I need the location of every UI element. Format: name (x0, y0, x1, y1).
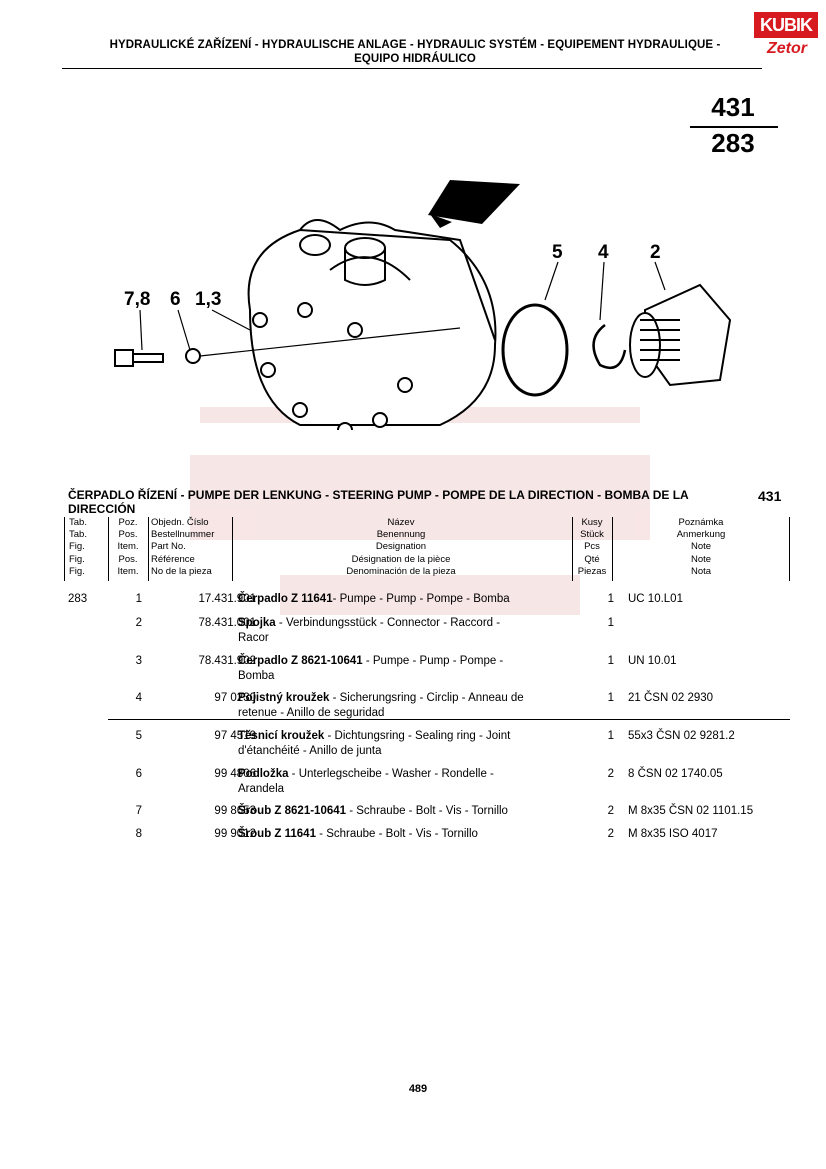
row-part-number: 78.431.001 (198, 617, 256, 629)
logo-zetor-text: Zetor (767, 40, 807, 57)
row-part-number: 17.431.901 (198, 593, 256, 605)
row-qty: 2 (607, 805, 614, 817)
row-description: Spojka - Verbindungsstück - Connector - … (238, 617, 501, 644)
row-description: Čerpadlo Z 11641- Pumpe - Pump - Pompe -… (238, 593, 510, 605)
row-part-number: 78.431.902 (198, 655, 256, 667)
circlip-part (592, 324, 627, 370)
row-description: Podložka - Unterlegscheibe - Washer - Ro… (238, 768, 494, 795)
row-note: UN 10.01 (628, 655, 677, 667)
table-number-bottom: 283 (711, 128, 755, 158)
row-qty: 1 (607, 655, 614, 667)
page-header-title: HYDRAULICKÉ ZAŘÍZENÍ - HYDRAULISCHE ANLA… (70, 38, 760, 66)
kubik-zetor-logo: KUBIK Zetor (754, 12, 818, 64)
row-pos: 2 (135, 617, 142, 629)
row-note: 8 ČSN 02 1740.05 (628, 768, 723, 780)
row-pos: 3 (135, 655, 142, 667)
row-part-number: 97 0230 (214, 692, 256, 704)
row-qty: 1 (607, 617, 614, 629)
row-qty: 1 (607, 730, 614, 742)
parts-table-header: Tab.Tab.Fig.Fig.Fig. Poz.Pos.Item.Pos.It… (64, 517, 790, 581)
row-description: Šroub Z 8621-10641 - Schraube - Bolt - V… (238, 805, 508, 817)
pump-bolts (252, 302, 413, 430)
header-divider (62, 68, 762, 69)
table-number-divider (690, 126, 778, 128)
row-tab: 283 (68, 593, 88, 605)
table-number-top: 431 (711, 92, 755, 122)
steering-pump-diagram: 7,8 6 1,3 5 4 2 (114, 180, 732, 430)
row-pos: 1 (135, 593, 142, 605)
connector-part (629, 283, 732, 387)
row-qty: 1 (607, 692, 614, 704)
row-part-number: 97 4519 (214, 730, 256, 742)
row-note: M 8x35 ČSN 02 1101.15 (628, 805, 754, 817)
row-qty: 2 (607, 768, 614, 780)
column-pos: Poz.Pos.Item.Pos.Item. (108, 517, 147, 581)
row-qty: 1 (607, 593, 614, 605)
row-part-number: 99 9012 (214, 828, 256, 840)
page-number: 489 (408, 1083, 428, 1095)
row-description: Pojistný kroužek - Sicherungsring - Circ… (238, 692, 524, 719)
row-note: 55x3 ČSN 02 9281.2 (628, 730, 735, 742)
row-pos: 5 (135, 730, 142, 742)
callout-1-3: 1,3 (195, 289, 221, 310)
row-pos: 8 (135, 828, 142, 840)
callout-6: 6 (170, 289, 181, 310)
washer-part (185, 348, 201, 364)
row-pos: 4 (135, 692, 142, 704)
section-number: 431 (758, 488, 782, 504)
row-description: Těsnicí kroužek - Dichtungsring - Sealin… (238, 730, 511, 757)
pump-body (247, 219, 497, 426)
row-part-number: 99 4806 (214, 768, 256, 780)
logo-kubik-text: KUBIK (754, 12, 818, 38)
row-description: Šroub Z 11641 - Schraube - Bolt - Vis - … (238, 828, 478, 840)
callout-leaders (139, 261, 666, 357)
callout-5: 5 (552, 242, 563, 263)
row-description: Čerpadlo Z 8621-10641 - Pumpe - Pump - P… (238, 655, 504, 682)
row-note: M 8x35 ISO 4017 (628, 828, 718, 840)
sealing-ring-part (501, 303, 569, 397)
row-note: 21 ČSN 02 2930 (628, 692, 714, 704)
row-qty: 2 (607, 828, 614, 840)
column-tab: Tab.Tab.Fig.Fig.Fig. (64, 517, 107, 581)
row-pos: 7 (135, 805, 142, 817)
callout-7-8: 7,8 (124, 289, 150, 310)
header-title-line2: EQUIPO HIDRÁULICO (354, 53, 476, 65)
callout-4: 4 (598, 242, 609, 263)
row-part-number: 99 8653 (214, 805, 256, 817)
row-note: UC 10.L01 (628, 593, 683, 605)
header-title-line1: HYDRAULICKÉ ZAŘÍZENÍ - HYDRAULISCHE ANLA… (109, 39, 721, 51)
row-group-divider (108, 719, 790, 720)
direction-arrow-icon (428, 180, 520, 228)
callout-2: 2 (650, 242, 661, 263)
kubik-watermark (190, 407, 650, 615)
row-pos: 6 (135, 768, 142, 780)
bolt-part (114, 349, 164, 367)
section-title: ČERPADLO ŘÍZENÍ - PUMPE DER LENKUNG - ST… (68, 488, 689, 516)
